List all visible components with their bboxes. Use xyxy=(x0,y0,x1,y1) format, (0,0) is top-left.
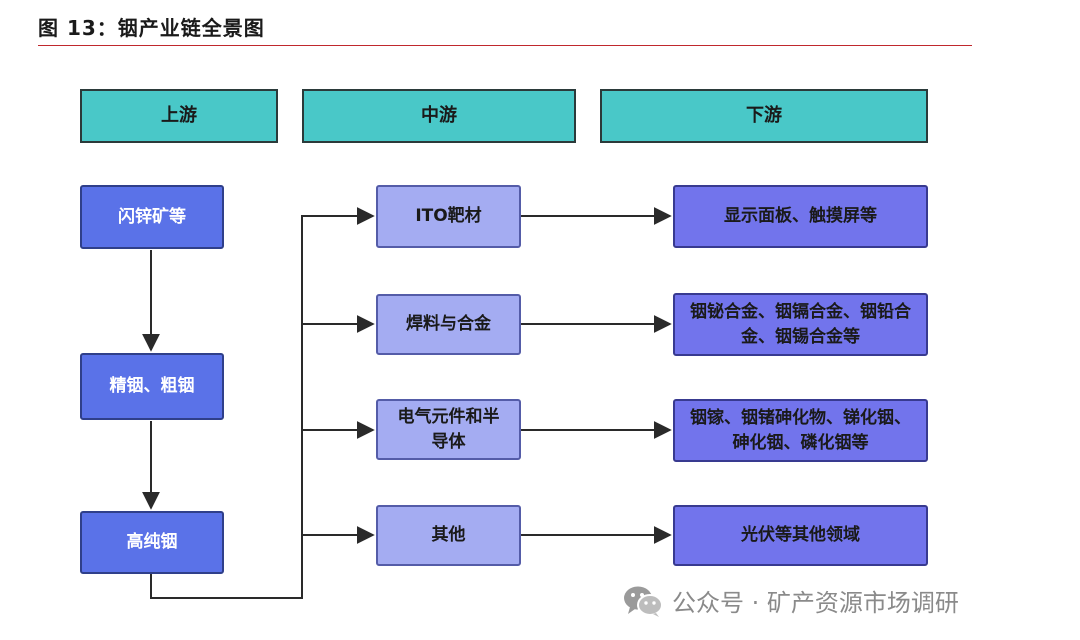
header-midstream: 中游 xyxy=(302,89,576,143)
header-downstream: 下游 xyxy=(600,89,928,143)
upstream-node-high-purity-indium: 高纯铟 xyxy=(80,511,224,574)
upstream-node-sphalerite: 闪锌矿等 xyxy=(80,185,224,249)
watermark: 公众号 · 矿产资源市场调研 xyxy=(622,583,959,618)
downstream-node-display: 显示面板、触摸屏等 xyxy=(673,185,928,248)
downstream-node-alloys: 铟铋合金、铟镉合金、铟铅合金、铟锡合金等 xyxy=(673,293,928,356)
title-rule xyxy=(38,45,972,46)
wechat-icon xyxy=(624,586,663,617)
watermark-text: 公众号 · 矿产资源市场调研 xyxy=(672,589,959,617)
midstream-node-ito-target: ITO靶材 xyxy=(376,185,521,248)
downstream-node-compounds: 铟镓、铟锗砷化物、锑化铟、砷化铟、磷化铟等 xyxy=(673,399,928,462)
downstream-node-photovoltaic: 光伏等其他领域 xyxy=(673,505,928,566)
figure-title: 图 13：铟产业链全景图 xyxy=(38,16,265,40)
midstream-node-solder-alloy: 焊料与合金 xyxy=(376,294,521,355)
upstream-node-refined-crude-indium: 精铟、粗铟 xyxy=(80,353,224,420)
midstream-node-electronics-semiconductor: 电气元件和半导体 xyxy=(376,399,521,460)
midstream-node-other: 其他 xyxy=(376,505,521,566)
connector-up-to-mid xyxy=(150,215,303,599)
header-upstream: 上游 xyxy=(80,89,278,143)
